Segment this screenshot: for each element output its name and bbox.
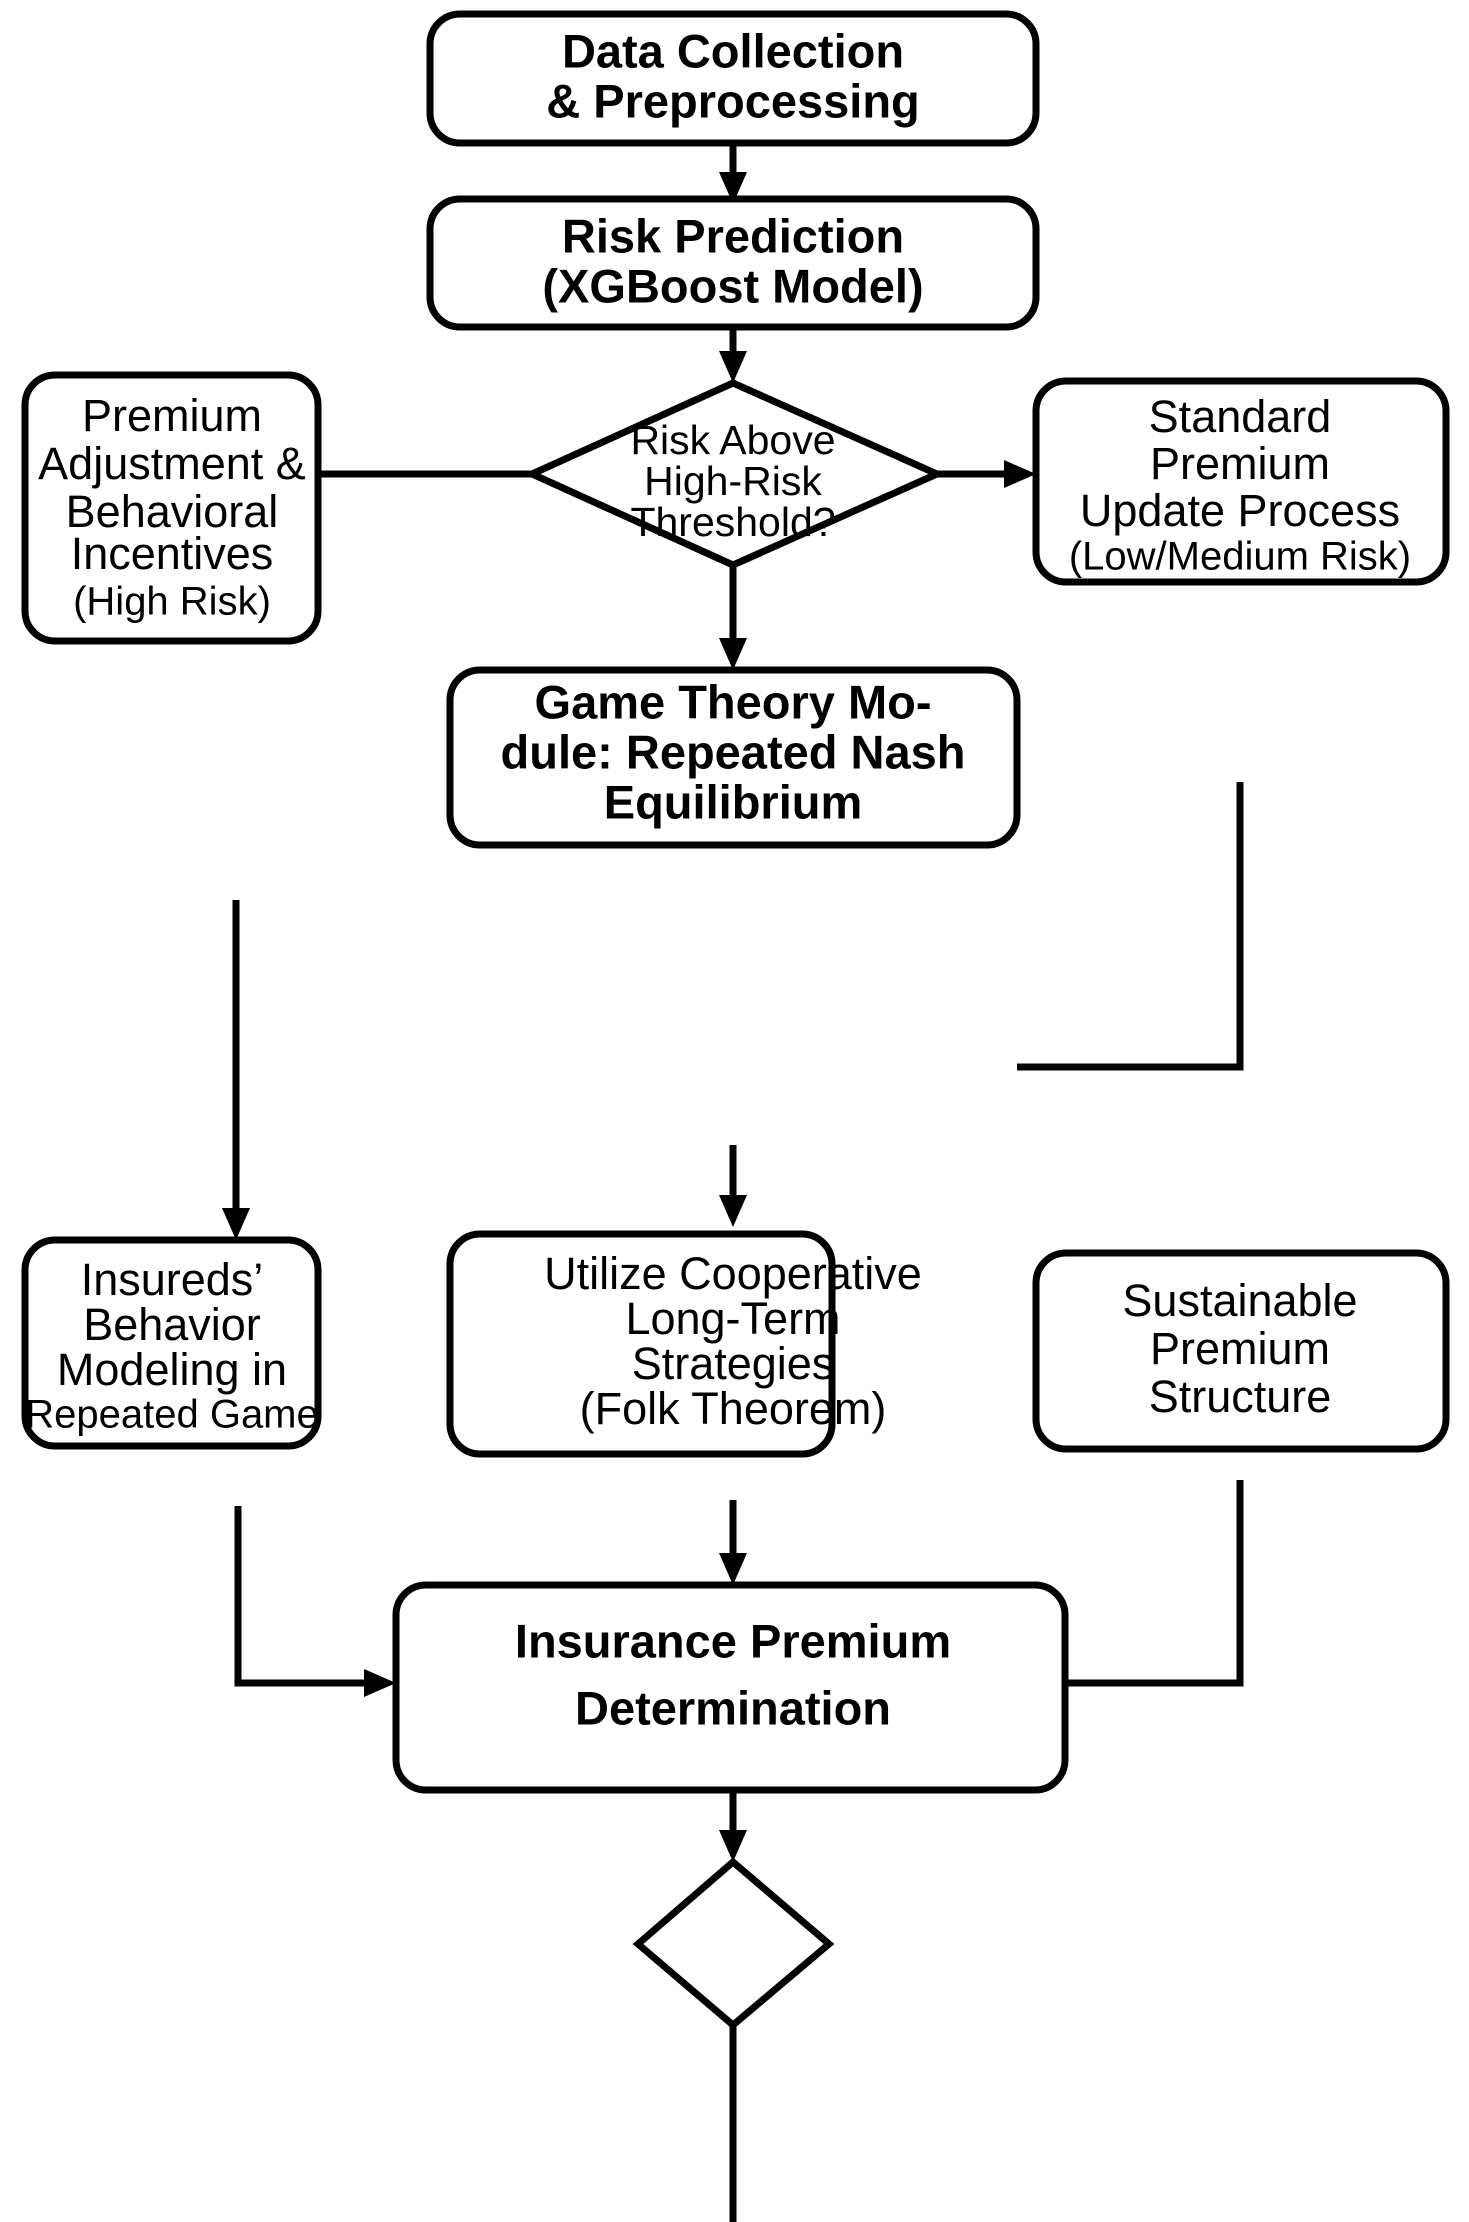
arrow-head-icon bbox=[364, 1669, 396, 1697]
node-sustainable-premium-structure-line3: Structure bbox=[1149, 1371, 1332, 1422]
node-premium-adjustment[interactable]: Premium Adjustment & Behavioral Incentiv… bbox=[21, 371, 322, 645]
node-insurance-premium-determination[interactable]: Insurance Premium Determination bbox=[392, 1581, 1069, 1794]
node-game-theory-module[interactable]: Game Theory Mo- dule: Repeated Nash Equi… bbox=[446, 666, 1021, 849]
arrow-head-icon bbox=[719, 1553, 747, 1585]
node-game-theory-module-line3: Equilibrium bbox=[604, 775, 863, 828]
edge-decision-to-standard-premium bbox=[937, 460, 1036, 488]
edge-insureds-behavior-to-insurance-premium bbox=[234, 1506, 396, 1697]
node-standard-premium-update-line1: Standard bbox=[1149, 391, 1332, 442]
node-premium-adjustment-line1: Premium bbox=[82, 390, 262, 441]
node-cooperative-strategies-line3: Strategies bbox=[632, 1338, 835, 1389]
node-insureds-behavior-modeling-shape[interactable] bbox=[21, 1236, 322, 1450]
node-cooperative-strategies[interactable]: Utilize Cooperative Long-Term Strategies… bbox=[446, 1230, 922, 1458]
node-risk-prediction-line2: (XGBoost Model) bbox=[542, 259, 923, 312]
node-premium-adjustment-line3: Behavioral bbox=[66, 486, 279, 537]
node-insureds-behavior-modeling-line3: Modeling in bbox=[57, 1344, 287, 1395]
edge-data-collection-to-risk-prediction bbox=[719, 143, 747, 204]
edge-game-theory-to-cooperative-strategies bbox=[719, 1145, 747, 1227]
node-data-collection-shape[interactable] bbox=[426, 10, 1040, 147]
node-risk-prediction-shape[interactable] bbox=[426, 195, 1040, 331]
edge-premium-adjustment-to-insureds-behavior bbox=[222, 900, 250, 1240]
node-sustainable-premium-structure[interactable]: Sustainable Premium Structure bbox=[1032, 1249, 1450, 1453]
node-sustainable-premium-structure-line2: Premium bbox=[1150, 1323, 1330, 1374]
node-game-theory-module-line1: Game Theory Mo- bbox=[535, 675, 932, 728]
node-insurance-premium-determination-shape[interactable] bbox=[392, 1581, 1069, 1794]
node-sustainable-premium-structure-shape[interactable] bbox=[1032, 1249, 1450, 1453]
node-standard-premium-update-line4: (Low/Medium Risk) bbox=[1069, 535, 1411, 579]
node-data-collection[interactable]: Data Collection & Preprocessing bbox=[426, 10, 1040, 147]
node-risk-threshold-decision-line1: Risk Above bbox=[630, 417, 835, 463]
node-risk-prediction[interactable]: Risk Prediction (XGBoost Model) bbox=[426, 195, 1040, 331]
edge-standard-premium-to-game-theory bbox=[1017, 782, 1244, 1071]
node-cooperative-strategies-line1: Utilize Cooperative bbox=[544, 1248, 922, 1299]
node-data-collection-line1: Data Collection bbox=[562, 24, 904, 77]
node-standard-premium-update-line3: Update Process bbox=[1080, 485, 1400, 536]
arrow-head-icon bbox=[1004, 460, 1036, 488]
edge-decision-to-game-theory bbox=[719, 565, 747, 670]
node-risk-threshold-decision-line2: High-Risk bbox=[644, 458, 822, 504]
arrow-head-icon bbox=[719, 1830, 747, 1862]
node-standard-premium-update[interactable]: Standard Premium Update Process (Low/Med… bbox=[1032, 377, 1450, 586]
node-risk-prediction-line1: Risk Prediction bbox=[562, 209, 904, 262]
node-data-collection-line2: & Preprocessing bbox=[546, 74, 920, 127]
node-premium-adjustment-line2: Adjustment & bbox=[38, 438, 306, 489]
arrow-head-icon bbox=[719, 638, 747, 670]
arrow-head-icon bbox=[719, 1195, 747, 1227]
arrow-head-icon bbox=[719, 172, 747, 204]
node-game-theory-module-line2: dule: Repeated Nash bbox=[501, 725, 966, 778]
edge-risk-prediction-to-decision bbox=[719, 327, 747, 383]
node-terminal-decision-shape[interactable] bbox=[632, 1857, 835, 2030]
node-standard-premium-update-shape[interactable] bbox=[1032, 377, 1450, 586]
node-premium-adjustment-line5: (High Risk) bbox=[73, 580, 271, 624]
edge-sustainable-premium-to-insurance-premium bbox=[1065, 1480, 1244, 1687]
node-game-theory-module-shape[interactable] bbox=[446, 666, 1021, 849]
arrow-head-icon bbox=[222, 1208, 250, 1240]
node-insureds-behavior-modeling-line2: Behavior bbox=[83, 1299, 261, 1350]
node-premium-adjustment-line4: Incentives bbox=[71, 528, 274, 579]
node-insureds-behavior-modeling-line4: Repeated Game bbox=[25, 1393, 319, 1437]
node-cooperative-strategies-shape[interactable] bbox=[446, 1230, 836, 1458]
node-standard-premium-update-line2: Premium bbox=[1150, 438, 1330, 489]
node-sustainable-premium-structure-line1: Sustainable bbox=[1122, 1275, 1357, 1326]
edge-insurance-premium-to-terminal-decision bbox=[719, 1790, 747, 1862]
node-insureds-behavior-modeling[interactable]: Insureds’ Behavior Modeling in Repeated … bbox=[21, 1236, 322, 1450]
node-risk-threshold-decision-line3: Threshold? bbox=[630, 499, 835, 545]
node-premium-adjustment-shape[interactable] bbox=[21, 371, 322, 645]
arrow-head-icon bbox=[719, 351, 747, 383]
node-terminal-decision[interactable] bbox=[632, 1857, 835, 2030]
edge-cooperative-strategies-to-insurance-premium bbox=[719, 1500, 747, 1585]
node-insureds-behavior-modeling-line1: Insureds’ bbox=[81, 1254, 264, 1305]
node-insurance-premium-determination-line2: Determination bbox=[575, 1681, 891, 1734]
node-insurance-premium-determination-line1: Insurance Premium bbox=[515, 1614, 951, 1667]
node-risk-threshold-decision[interactable]: Risk Above High-Risk Threshold? bbox=[523, 379, 946, 569]
node-risk-threshold-decision-shape[interactable] bbox=[523, 379, 946, 569]
node-cooperative-strategies-line4: (Folk Theorem) bbox=[580, 1383, 887, 1434]
node-cooperative-strategies-line2: Long-Term bbox=[625, 1293, 840, 1344]
